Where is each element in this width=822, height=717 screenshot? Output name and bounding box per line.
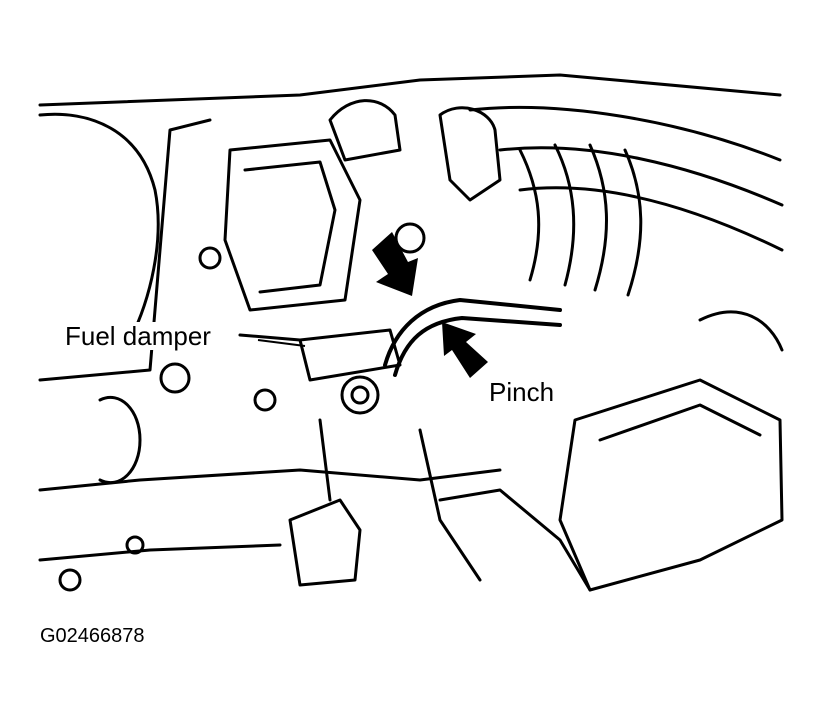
lower-bracket (318, 418, 332, 502)
lower-bracket (288, 498, 362, 587)
intake-duct (498, 146, 784, 207)
bolt (253, 388, 277, 412)
intake-duct (588, 143, 608, 292)
fuel-damper-body (238, 333, 302, 342)
lower-bracket (438, 488, 592, 592)
fuel-damper-label: Fuel damper (62, 322, 214, 350)
figure-id: G02466878 (40, 625, 145, 647)
lower-bracket (38, 543, 282, 562)
air-cleaner (598, 403, 762, 442)
fuel-damper-leader (257, 339, 306, 347)
throttle-body (223, 138, 362, 312)
sensor (438, 106, 502, 202)
intake-duct (553, 143, 576, 287)
lower-bracket (418, 428, 482, 582)
callout-arrows (372, 232, 488, 378)
bolt (394, 222, 426, 254)
bold-arrow-icon (372, 232, 418, 296)
engine-outline (38, 118, 212, 382)
fuel-damper-body (298, 328, 402, 382)
sensor (328, 99, 402, 162)
bolt (58, 568, 82, 592)
bolt (350, 385, 370, 405)
bolt (159, 362, 191, 394)
intake-duct (623, 148, 643, 297)
bolt (198, 246, 222, 270)
engine-outline (38, 112, 160, 342)
air-cleaner (698, 310, 784, 352)
bolt (340, 375, 380, 415)
air-cleaner (558, 378, 784, 592)
intake-duct (468, 105, 782, 162)
bolt (125, 535, 145, 555)
pinch-label: Pinch (486, 378, 558, 406)
intake-duct (518, 186, 784, 252)
bold-arrow-icon (442, 322, 488, 378)
intake-duct (518, 148, 541, 282)
fuel-hose (383, 298, 562, 367)
engine-outline (38, 73, 782, 107)
throttle-body (243, 160, 337, 294)
lower-bracket (98, 396, 142, 484)
